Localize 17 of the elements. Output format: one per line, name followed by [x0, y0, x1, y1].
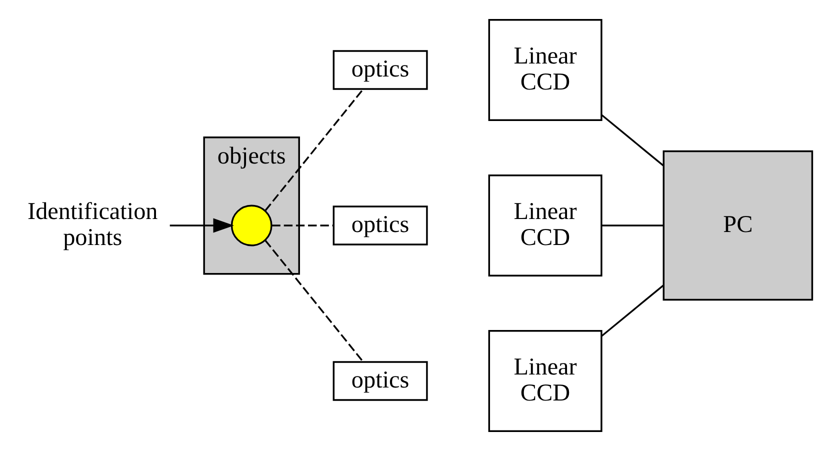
node-box: optics [332, 360, 428, 400]
node-box: PC [662, 150, 814, 300]
connector [264, 88, 364, 211]
node-circle [230, 204, 272, 246]
arrow [170, 218, 234, 232]
cluster: objects [203, 136, 300, 274]
connector [601, 284, 664, 336]
connector [601, 114, 664, 166]
connector [264, 239, 364, 362]
connector [272, 224, 334, 226]
node-box: Linear CCD [488, 330, 602, 432]
node-box: Linear CCD [488, 18, 602, 120]
node-box: optics [332, 205, 428, 245]
connector [602, 224, 664, 226]
node-text: Identification points [28, 197, 158, 250]
node-box: optics [332, 50, 428, 90]
node-box: Linear CCD [488, 174, 602, 276]
